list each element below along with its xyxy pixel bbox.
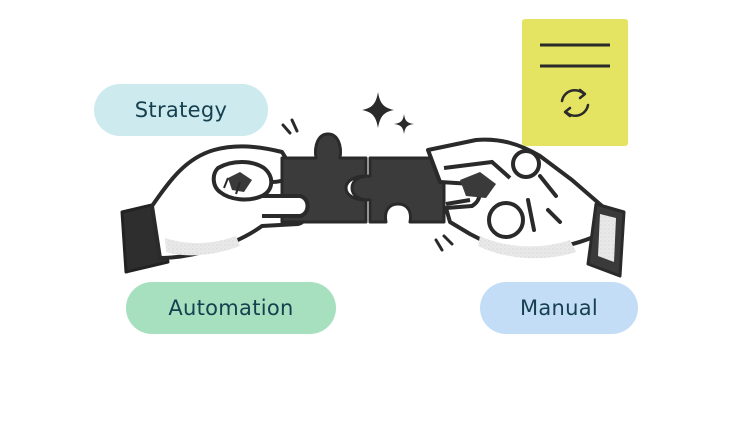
human-hand <box>120 144 308 274</box>
strategy-label: Strategy <box>94 84 268 136</box>
automation-label-text: Automation <box>168 296 294 320</box>
manual-label: Manual <box>480 282 638 334</box>
automation-label: Automation <box>126 282 336 334</box>
sparkle-icon <box>362 92 414 134</box>
sync-icon <box>560 88 590 118</box>
right-puzzle-piece <box>350 156 446 224</box>
strategy-label-text: Strategy <box>134 98 228 122</box>
manual-label-text: Manual <box>519 296 599 320</box>
note-card <box>522 19 628 146</box>
robot-hand <box>426 137 626 278</box>
motion-ticks <box>281 118 454 252</box>
note-card-graphic <box>540 43 610 118</box>
